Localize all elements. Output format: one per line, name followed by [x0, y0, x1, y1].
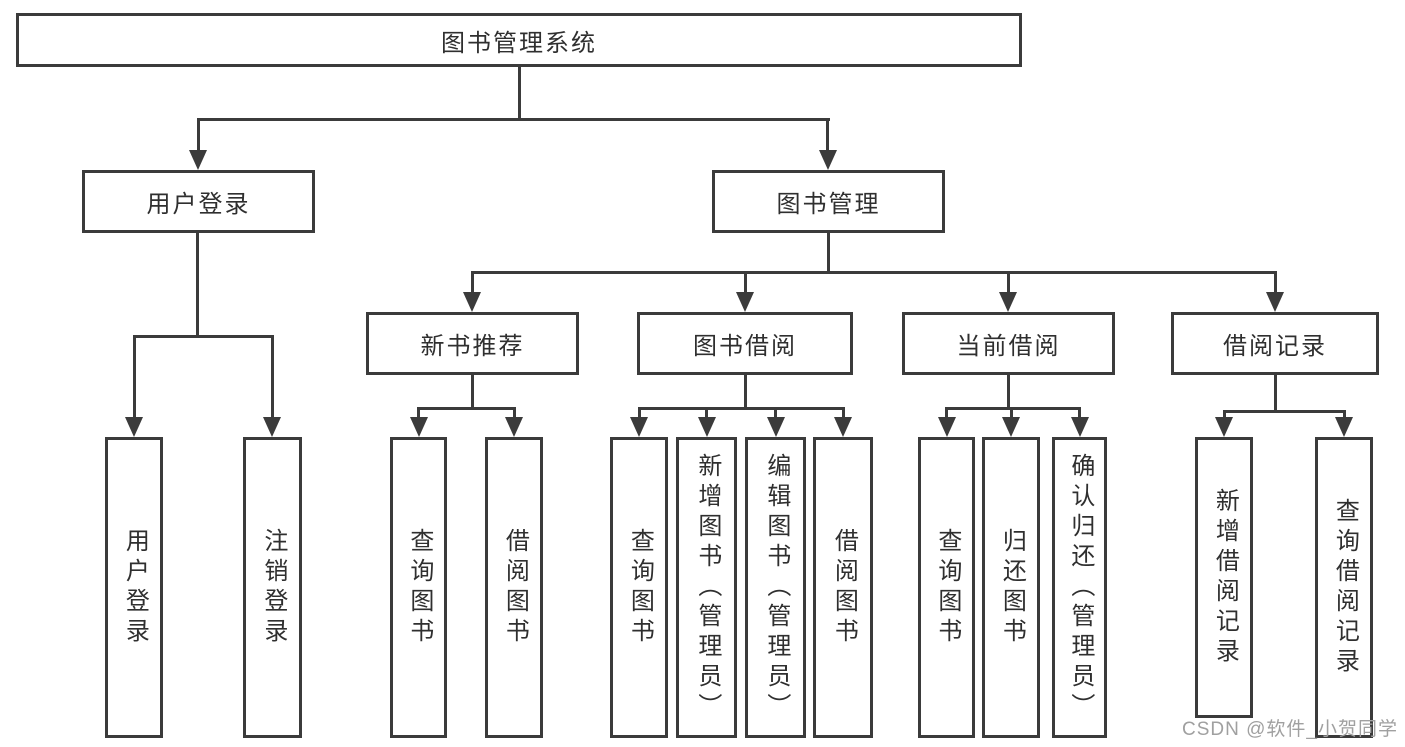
node-label: 图书管理系统 [441, 29, 597, 57]
node-book-borrow: 图书借阅 [637, 312, 853, 375]
arrowhead-icon [189, 150, 207, 170]
leaf-query-books-recommend: 查询图书 [390, 437, 447, 738]
arrowhead-icon [410, 417, 428, 437]
arrowhead-icon [1002, 417, 1020, 437]
connector-shaft [1010, 407, 1013, 421]
connector-shaft [638, 407, 641, 421]
arrowhead-icon [125, 417, 143, 437]
connector-stem [1007, 375, 1010, 407]
node-user-login: 用户登录 [82, 170, 315, 233]
node-label: 新增图书（管理员） [693, 452, 721, 723]
leaf-query-borrow-record: 查询借阅记录 [1315, 437, 1373, 738]
connector-shaft [513, 407, 516, 421]
arrowhead-icon [1071, 417, 1089, 437]
node-label: 注销登录 [259, 527, 287, 648]
leaf-query-books-current: 查询图书 [918, 437, 975, 738]
leaf-add-borrow-record: 新增借阅记录 [1195, 437, 1253, 718]
arrowhead-icon [1266, 292, 1284, 312]
node-label: 查询图书 [933, 527, 961, 648]
connector-shaft [774, 407, 777, 421]
arrowhead-icon [463, 292, 481, 312]
arrowhead-icon [1215, 417, 1233, 437]
node-label: 图书管理 [776, 191, 881, 218]
connector-stem [744, 375, 747, 407]
node-label: 借阅图书 [501, 527, 529, 648]
node-label: 归还图书 [998, 527, 1026, 648]
connector-branch [417, 407, 516, 410]
leaf-return-book: 归还图书 [982, 437, 1040, 738]
leaf-confirm-return-admin: 确认归还（管理员） [1052, 437, 1107, 738]
csdn-watermark: CSDN @软件_小贺同学 [1182, 719, 1398, 740]
node-label: 编辑图书（管理员） [762, 452, 790, 723]
leaf-borrow-books: 借阅图书 [813, 437, 873, 738]
node-label: 当前借阅 [956, 333, 1061, 360]
connector-branch [945, 407, 1081, 410]
node-book-management: 图书管理 [712, 170, 945, 233]
connector-shaft [417, 407, 420, 421]
leaf-edit-book-admin: 编辑图书（管理员） [745, 437, 806, 738]
node-label: 借阅记录 [1223, 333, 1327, 360]
node-label: 查询借阅记录 [1331, 497, 1359, 678]
connector-shaft [271, 335, 274, 421]
arrowhead-icon [698, 417, 716, 437]
connector-shaft [1223, 410, 1226, 421]
node-borrow-records: 借阅记录 [1171, 312, 1379, 375]
node-label: 用户登录 [146, 191, 251, 218]
connector-shaft [1007, 271, 1010, 296]
connector-shaft [945, 407, 948, 421]
leaf-user-login: 用户登录 [105, 437, 163, 738]
leaf-query-books-borrow: 查询图书 [610, 437, 668, 738]
arrowhead-icon [1335, 417, 1353, 437]
node-label: 借阅图书 [830, 527, 858, 648]
connector-shaft [842, 407, 845, 421]
node-label: 新书推荐 [420, 333, 525, 360]
connector-shaft [826, 118, 829, 154]
connector-stem [471, 375, 474, 407]
connector-stem [196, 233, 199, 335]
node-label: 确认归还（管理员） [1066, 452, 1094, 723]
connector-shaft [705, 407, 708, 421]
arrowhead-icon [767, 417, 785, 437]
arrowhead-icon [938, 417, 956, 437]
leaf-logout: 注销登录 [243, 437, 302, 738]
connector-branch [133, 335, 274, 338]
arrowhead-icon [736, 292, 754, 312]
connector-shaft [197, 118, 200, 154]
arrowhead-icon [999, 292, 1017, 312]
connector-shaft [133, 335, 136, 421]
arrowhead-icon [819, 150, 837, 170]
node-new-book-recommend: 新书推荐 [366, 312, 579, 375]
connector-shaft [1274, 271, 1277, 296]
node-label: 图书借阅 [693, 333, 797, 360]
arrowhead-icon [834, 417, 852, 437]
connector-stem [827, 233, 830, 273]
node-label: 查询图书 [626, 527, 654, 648]
connector-shaft [1343, 410, 1346, 421]
connector-stem [1274, 375, 1277, 410]
connector-branch [471, 271, 1277, 274]
connector-branch [1223, 410, 1346, 413]
leaf-borrow-books-recommend: 借阅图书 [485, 437, 543, 738]
node-label: 查询图书 [405, 527, 433, 648]
connector-shaft [471, 271, 474, 296]
connector-shaft [1078, 407, 1081, 421]
connector-shaft [744, 271, 747, 296]
node-label: 用户登录 [121, 527, 149, 648]
arrowhead-icon [505, 417, 523, 437]
node-library-system: 图书管理系统 [16, 13, 1022, 67]
leaf-add-book-admin: 新增图书（管理员） [676, 437, 737, 738]
connector-root-stem [518, 67, 521, 118]
connector-branch [638, 407, 845, 410]
arrowhead-icon [630, 417, 648, 437]
node-current-borrow: 当前借阅 [902, 312, 1115, 375]
arrowhead-icon [263, 417, 281, 437]
node-label: 新增借阅记录 [1211, 487, 1239, 668]
connector-root-branch [197, 118, 830, 121]
